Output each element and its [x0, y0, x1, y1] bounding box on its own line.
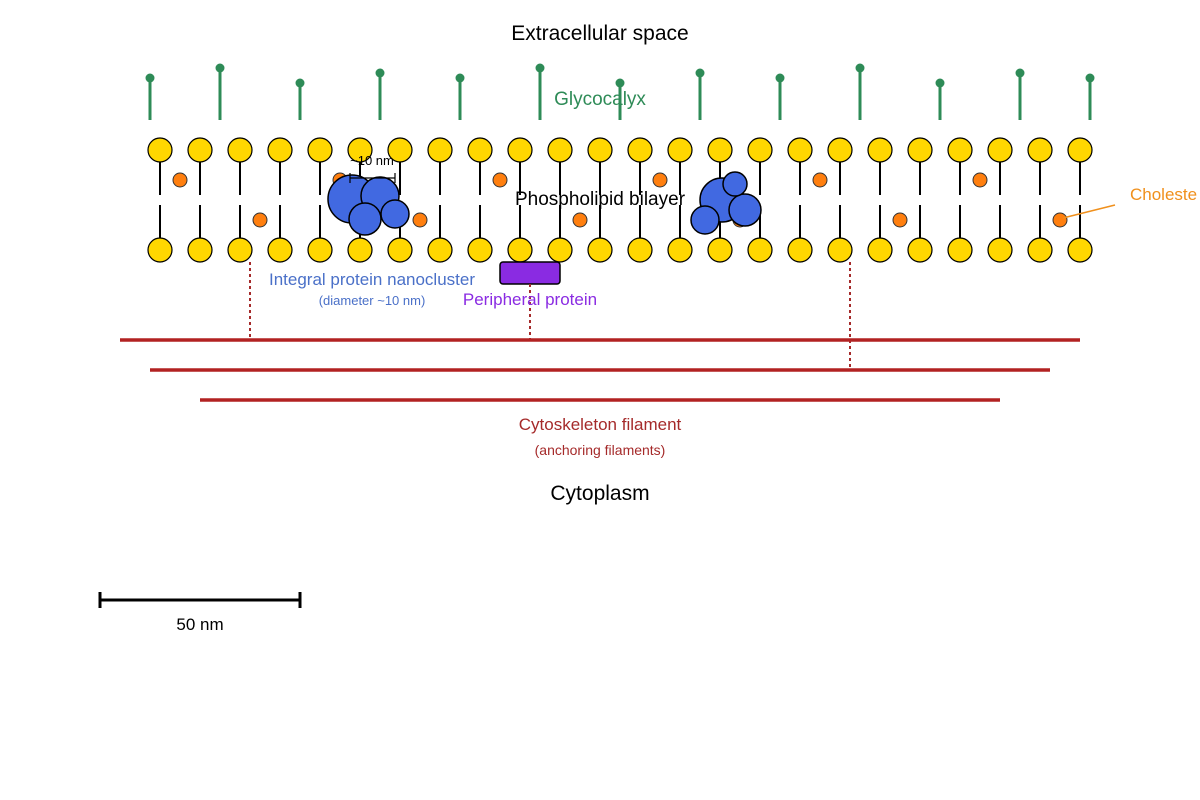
phospholipid-head-upper: [907, 137, 933, 163]
cholesterol-molecule: [572, 212, 588, 228]
glycocalyx-sugar: [455, 73, 465, 83]
integral-protein-label: Integral protein nanocluster: [269, 270, 475, 289]
phospholipid-head-upper: [587, 137, 613, 163]
phospholipid-head-lower: [1067, 237, 1093, 263]
phospholipid-head-lower: [267, 237, 293, 263]
phospholipid-head-upper: [987, 137, 1013, 163]
glycocalyx-sugar: [695, 68, 705, 78]
phospholipid-head-upper: [427, 137, 453, 163]
phospholipid-head-upper: [467, 137, 493, 163]
phospholipid-head-lower: [787, 237, 813, 263]
phospholipid-head-lower: [627, 237, 653, 263]
peripheral-protein-label: Peripheral protein: [463, 290, 597, 309]
glycocalyx-sugar: [215, 63, 225, 73]
phospholipid-head-lower: [947, 237, 973, 263]
phospholipid-head-lower: [747, 237, 773, 263]
nm-marker-label: ~10 nm: [350, 153, 394, 168]
phospholipid-head-lower: [187, 237, 213, 263]
phospholipid-head-upper: [787, 137, 813, 163]
glycocalyx-sugar: [1085, 73, 1095, 83]
cholesterol-molecule: [172, 172, 188, 188]
glycocalyx-sugar: [935, 78, 945, 88]
phospholipid-head-lower: [987, 237, 1013, 263]
anchoring-lines: [249, 262, 851, 370]
cholesterol-molecule: [972, 172, 988, 188]
phospholipid-head-lower: [427, 237, 453, 263]
integral-protein-cluster-right: [690, 171, 762, 235]
glycocalyx-sugar: [375, 68, 385, 78]
phospholipid-head-lower: [227, 237, 253, 263]
phospholipid-head-lower: [307, 237, 333, 263]
phospholipid-head-upper: [307, 137, 333, 163]
phospholipid-head-lower: [547, 237, 573, 263]
phospholipid-head-lower: [867, 237, 893, 263]
phospholipid-head-lower: [147, 237, 173, 263]
glycocalyx-sugar: [615, 78, 625, 88]
phospholipid-head-lower: [587, 237, 613, 263]
extracellular-space-label: Extracellular space: [511, 22, 688, 45]
phospholipid-head-lower: [507, 237, 533, 263]
cholesterol-molecule: [812, 172, 828, 188]
cholesterol-label: Choleste: [1130, 185, 1197, 204]
phospholipid-head-upper: [627, 137, 653, 163]
scale-bar: [98, 592, 302, 608]
glycocalyx-sugar: [1015, 68, 1025, 78]
cytoskeleton-sublabel: (anchoring filaments): [535, 442, 666, 458]
phospholipid-head-lower: [1027, 237, 1053, 263]
cytoskeleton-label: Cytoskeleton filament: [519, 415, 682, 434]
phospholipid-bilayer-label: Phospholipid bilayer: [515, 189, 686, 210]
phospholipid-head-upper: [827, 137, 853, 163]
phospholipid-head-lower: [467, 237, 493, 263]
glycocalyx-sugar: [295, 78, 305, 88]
phospholipid-head-lower: [667, 237, 693, 263]
glycocalyx-sugar: [535, 63, 545, 73]
phospholipid-head-upper: [747, 137, 773, 163]
glycocalyx-label: Glycocalyx: [554, 89, 646, 110]
glycocalyx-sugar: [775, 73, 785, 83]
glycocalyx: [145, 63, 1095, 120]
cytoskeleton-filaments: [120, 338, 1080, 402]
lipid-tails: [159, 162, 1081, 238]
phospholipid-head-lower: [387, 237, 413, 263]
phospholipid-head-upper: [867, 137, 893, 163]
cholesterol-molecule: [412, 212, 428, 228]
integral-protein-cluster-left: [327, 174, 410, 236]
phospholipid-heads: [147, 137, 1093, 263]
nm-marker: [349, 173, 396, 183]
glycocalyx-sugar: [145, 73, 155, 83]
phospholipid-head-upper: [147, 137, 173, 163]
phospholipid-head-upper: [1067, 137, 1093, 163]
phospholipid-head-upper: [507, 137, 533, 163]
cholesterol-molecule: [1052, 212, 1068, 228]
cholesterol-molecule: [252, 212, 268, 228]
phospholipid-head-upper: [667, 137, 693, 163]
phospholipid-head-lower: [347, 237, 373, 263]
integral-protein-sublabel: (diameter ~10 nm): [319, 293, 426, 308]
scale-bar-label: 50 nm: [176, 615, 223, 634]
phospholipid-head-upper: [267, 137, 293, 163]
cholesterol-pointer: [1062, 204, 1116, 219]
phospholipid-head-upper: [187, 137, 213, 163]
phospholipid-head-upper: [547, 137, 573, 163]
glycocalyx-sugar: [855, 63, 865, 73]
phospholipid-head-upper: [387, 137, 413, 163]
cholesterol-molecule: [652, 172, 668, 188]
phospholipid-head-lower: [707, 237, 733, 263]
phospholipid-head-upper: [1027, 137, 1053, 163]
phospholipid-head-upper: [347, 137, 373, 163]
phospholipid-head-upper: [227, 137, 253, 163]
phospholipid-head-lower: [827, 237, 853, 263]
cholesterol-molecule: [892, 212, 908, 228]
phospholipid-head-upper: [707, 137, 733, 163]
cytoplasm-label: Cytoplasm: [550, 482, 649, 505]
cholesterol-molecule: [492, 172, 508, 188]
phospholipid-head-lower: [907, 237, 933, 263]
phospholipid-head-upper: [947, 137, 973, 163]
peripheral-protein: [499, 261, 561, 285]
